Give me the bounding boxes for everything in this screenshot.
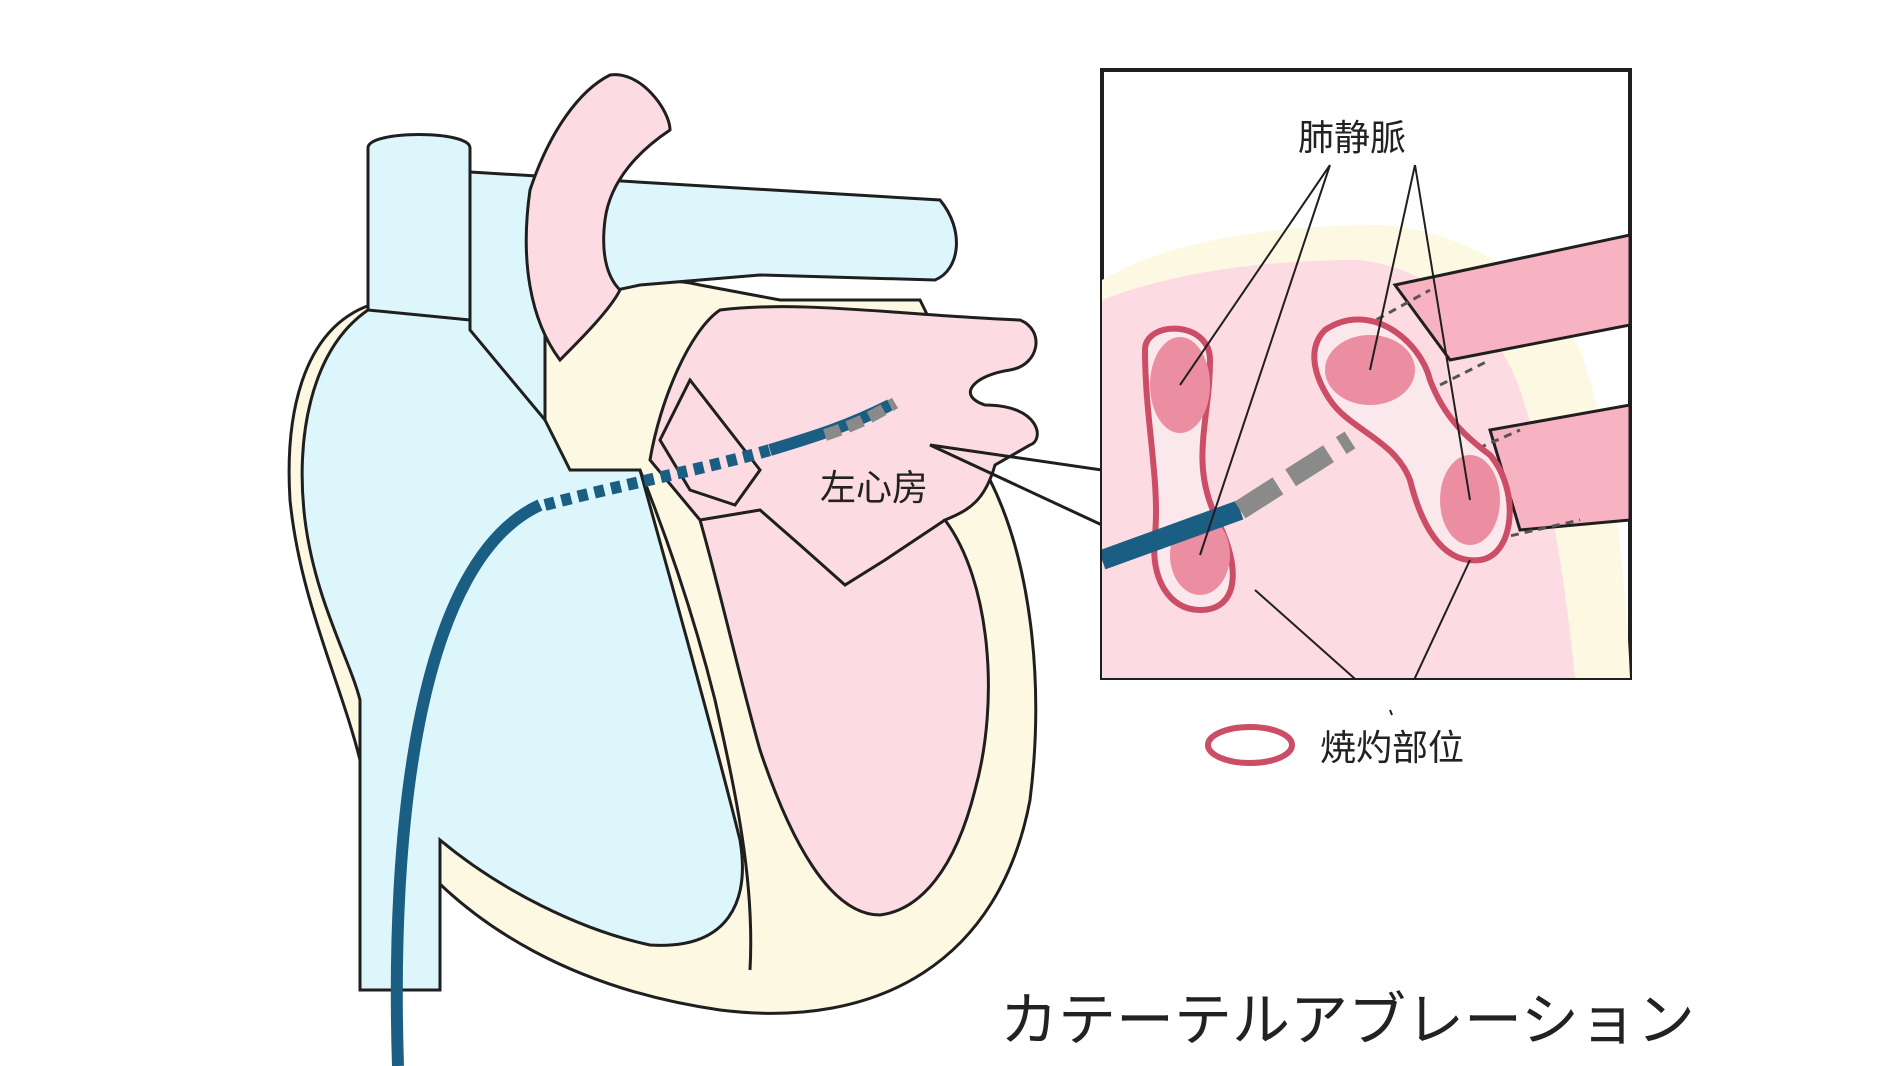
superior-vena-cava xyxy=(366,133,472,332)
ablation-legend xyxy=(1205,724,1295,766)
catheter-tip xyxy=(823,397,899,441)
pulmonary-vein-upper xyxy=(1392,233,1630,362)
ablation-site-leader-tail xyxy=(1389,709,1393,716)
left-atrium-label: 左心房 xyxy=(820,468,928,509)
ablation-site-leader-lines xyxy=(1254,559,1471,678)
pulmonary-veins-label: 肺静脈 xyxy=(1298,118,1406,159)
catheter-shaft xyxy=(390,499,543,1066)
ablation-ring-icon xyxy=(1205,724,1295,766)
diagram-title: カテーテルアブレーション xyxy=(1000,986,1695,1054)
septum-wall xyxy=(638,469,753,971)
inset-catheter-shaft xyxy=(1102,500,1244,570)
heart-illustration xyxy=(287,73,1104,1066)
atrioventricular-boundary xyxy=(699,508,946,587)
ablation-site-label: 焼灼部位 xyxy=(1320,728,1464,769)
aortic-arch xyxy=(524,73,672,363)
inset-catheter-tip xyxy=(1234,431,1356,519)
pulmonary-vein-leader-lines xyxy=(1179,164,1471,556)
inset-zoom-panel xyxy=(1100,68,1632,716)
